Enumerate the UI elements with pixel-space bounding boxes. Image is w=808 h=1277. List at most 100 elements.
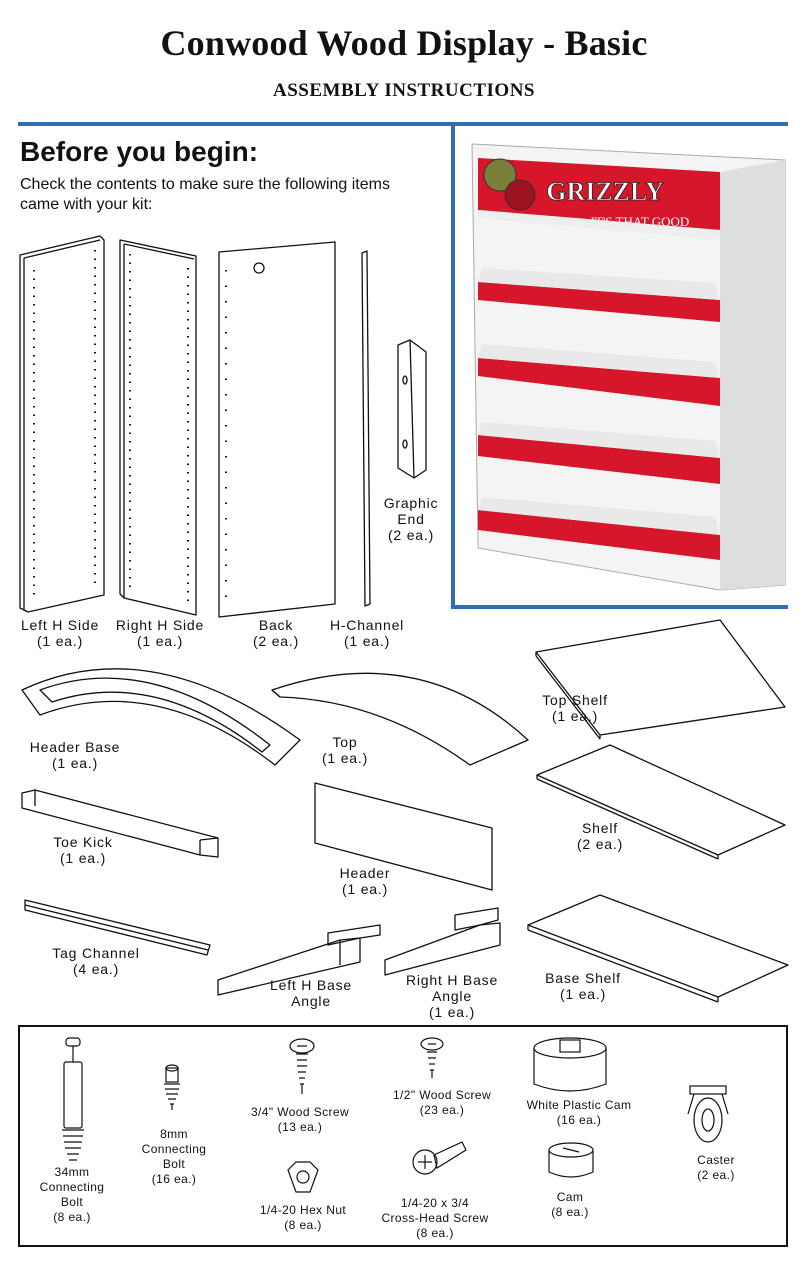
hw-name-line1: 34mm bbox=[54, 1165, 90, 1179]
hw-name-line2: Connecting bbox=[141, 1142, 207, 1156]
label-top: Top (1 ea.) bbox=[305, 734, 385, 766]
label-shelf: Shelf (2 ea.) bbox=[560, 820, 640, 852]
label-header: Header (1 ea.) bbox=[325, 865, 405, 897]
shelf-drawing bbox=[536, 744, 786, 860]
part-qty: (2 ea.) bbox=[576, 836, 624, 852]
document-title: Conwood Wood Display - Basic bbox=[160, 23, 648, 63]
part-name: Left H Side bbox=[20, 617, 100, 633]
part-qty: (1 ea.) bbox=[559, 986, 607, 1002]
hardware-box bbox=[18, 1025, 788, 1247]
label-base-shelf: Base Shelf (1 ea.) bbox=[536, 970, 630, 1002]
label-tag-channel: Tag Channel (4 ea.) bbox=[40, 945, 152, 977]
back-drawing bbox=[218, 241, 336, 618]
part-name: Toe Kick bbox=[53, 834, 113, 850]
h-channel-drawing bbox=[361, 250, 371, 607]
bolt-8mm-drawing bbox=[164, 1064, 180, 1110]
hw-wood-screw-34: 3/4" Wood Screw (13 ea.) bbox=[236, 1105, 364, 1135]
part-name-line1: Right H Base bbox=[405, 972, 499, 988]
part-qty: (2 ea.) bbox=[252, 633, 300, 649]
part-qty: (1 ea.) bbox=[51, 755, 99, 771]
intro-text: Check the contents to make sure the foll… bbox=[20, 176, 390, 213]
hw-qty: (13 ea.) bbox=[277, 1120, 323, 1134]
photo-frame bbox=[451, 124, 788, 609]
part-name-line2: Angle bbox=[291, 993, 331, 1009]
label-right-h-side: Right H Side (1 ea.) bbox=[110, 617, 210, 649]
plastic-cam-drawing bbox=[533, 1037, 607, 1092]
part-name-line2: End bbox=[397, 511, 425, 527]
header-base-drawing bbox=[21, 668, 301, 766]
hw-name-line2: Cross-Head Screw bbox=[381, 1211, 489, 1225]
section-heading: Before you begin: bbox=[20, 136, 259, 167]
part-qty: (1 ea.) bbox=[59, 850, 107, 866]
label-right-h-base-angle: Right H Base Angle (1 ea.) bbox=[396, 972, 508, 1020]
hw-name: Caster bbox=[697, 1153, 735, 1167]
hw-cross-head-screw: 1/4-20 x 3/4 Cross-Head Screw (8 ea.) bbox=[370, 1196, 500, 1241]
caster-drawing bbox=[687, 1085, 729, 1143]
header-graphic bbox=[478, 158, 720, 230]
hw-8mm-bolt: 8mm Connecting Bolt (16 ea.) bbox=[128, 1127, 220, 1187]
hw-name-line2: Connecting bbox=[39, 1180, 105, 1194]
display-photo: GRIZZLY IT'S THAT GOOD bbox=[471, 143, 786, 591]
part-name: Top bbox=[332, 734, 358, 750]
hw-qty: (16 ea.) bbox=[556, 1113, 602, 1127]
hw-name: White Plastic Cam bbox=[526, 1098, 632, 1112]
hw-name: 1/4-20 Hex Nut bbox=[259, 1203, 347, 1217]
label-graphic-end: Graphic End (2 ea.) bbox=[376, 495, 446, 543]
hw-34mm-bolt: 34mm Connecting Bolt (8 ea.) bbox=[24, 1165, 120, 1225]
header-drawing bbox=[314, 782, 493, 891]
hw-name: Cam bbox=[556, 1190, 584, 1204]
hw-qty: (8 ea.) bbox=[551, 1205, 589, 1219]
part-qty: (1 ea.) bbox=[341, 881, 389, 897]
part-name: Base Shelf bbox=[545, 970, 621, 986]
top-shelf-drawing bbox=[535, 619, 786, 740]
cam-drawing bbox=[548, 1142, 594, 1178]
label-left-h-base-angle: Left H Base Angle bbox=[258, 977, 364, 1009]
document-subtitle: ASSEMBLY INSTRUCTIONS bbox=[273, 80, 535, 101]
part-name: Tag Channel bbox=[52, 945, 140, 961]
wood-screw-34-drawing bbox=[289, 1038, 315, 1094]
graphic-end-drawing bbox=[397, 339, 427, 479]
bolt-34mm-drawing bbox=[62, 1037, 84, 1161]
hw-hex-nut: 1/4-20 Hex Nut (8 ea.) bbox=[240, 1203, 366, 1233]
hw-white-plastic-cam: White Plastic Cam (16 ea.) bbox=[512, 1098, 646, 1128]
hex-nut-drawing bbox=[287, 1161, 319, 1193]
label-left-h-side: Left H Side (1 ea.) bbox=[14, 617, 106, 649]
hw-qty: (16 ea.) bbox=[151, 1172, 197, 1186]
part-qty: (4 ea.) bbox=[72, 961, 120, 977]
part-qty: (2 ea.) bbox=[387, 527, 435, 543]
toe-kick-drawing bbox=[21, 789, 219, 858]
hw-wood-screw-12: 1/2" Wood Screw (23 ea.) bbox=[376, 1088, 508, 1118]
hw-name-line3: Bolt bbox=[162, 1157, 186, 1171]
part-qty: (1 ea.) bbox=[551, 708, 599, 724]
part-qty: (1 ea.) bbox=[321, 750, 369, 766]
cross-screw-drawing bbox=[412, 1141, 467, 1175]
part-name: Header bbox=[339, 865, 391, 881]
hw-name-line3: Bolt bbox=[60, 1195, 84, 1209]
right-base-angle-drawing bbox=[384, 907, 501, 976]
label-header-base: Header Base (1 ea.) bbox=[20, 739, 130, 771]
hw-name-line1: 8mm bbox=[160, 1127, 188, 1141]
label-back: Back (2 ea.) bbox=[236, 617, 316, 649]
part-name-line1: Left H Base bbox=[270, 977, 352, 993]
hw-name-line1: 1/4-20 x 3/4 bbox=[400, 1196, 470, 1210]
part-name: Right H Side bbox=[115, 617, 205, 633]
part-name-line2: Angle bbox=[432, 988, 472, 1004]
hw-caster: Caster (2 ea.) bbox=[676, 1153, 756, 1183]
part-name: Header Base bbox=[29, 739, 121, 755]
wood-screw-12-drawing bbox=[420, 1037, 444, 1078]
part-name-line1: Graphic bbox=[383, 495, 439, 511]
hw-qty: (8 ea.) bbox=[284, 1218, 322, 1232]
top-drawing bbox=[271, 672, 529, 766]
part-qty: (1 ea.) bbox=[428, 1004, 476, 1020]
label-toe-kick: Toe Kick (1 ea.) bbox=[38, 834, 128, 866]
hw-qty: (2 ea.) bbox=[697, 1168, 735, 1182]
left-h-side-drawing bbox=[19, 235, 105, 613]
base-shelf-drawing bbox=[527, 894, 789, 1003]
right-h-side-drawing bbox=[119, 239, 197, 616]
part-name: Shelf bbox=[582, 820, 618, 836]
blue-divider bbox=[18, 122, 788, 126]
label-top-shelf: Top Shelf (1 ea.) bbox=[525, 692, 625, 724]
hw-qty: (8 ea.) bbox=[53, 1210, 91, 1224]
